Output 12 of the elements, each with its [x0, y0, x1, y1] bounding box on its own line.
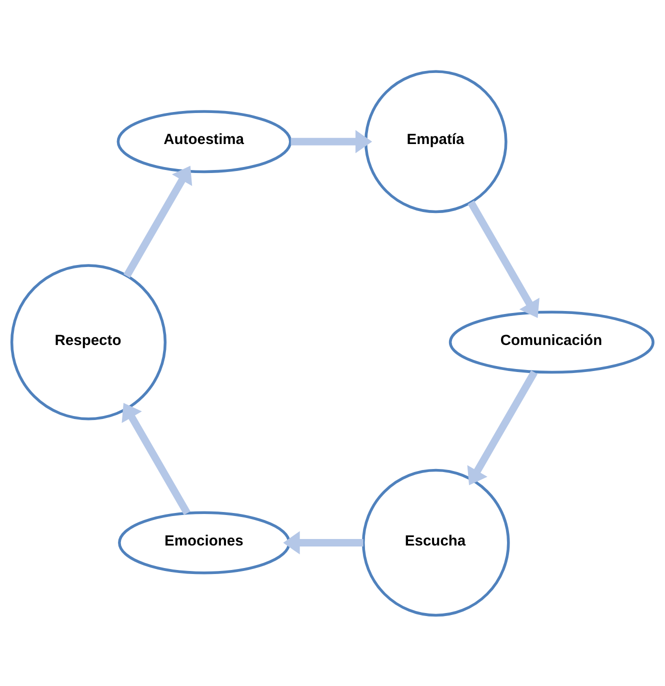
node-circle: Respecto [10, 264, 167, 420]
node-circle: Empatía [364, 70, 508, 213]
node-circle: Escucha [362, 468, 510, 616]
arrow [283, 530, 364, 554]
node-ellipse: Emociones [118, 510, 291, 574]
node-ellipse: Autoestima [116, 110, 292, 173]
node-ellipse: Comunicación [448, 310, 654, 374]
arrow [124, 165, 192, 278]
arrow [467, 370, 538, 485]
arrow [122, 402, 190, 515]
arrow [468, 200, 540, 318]
arrow [290, 130, 372, 153]
